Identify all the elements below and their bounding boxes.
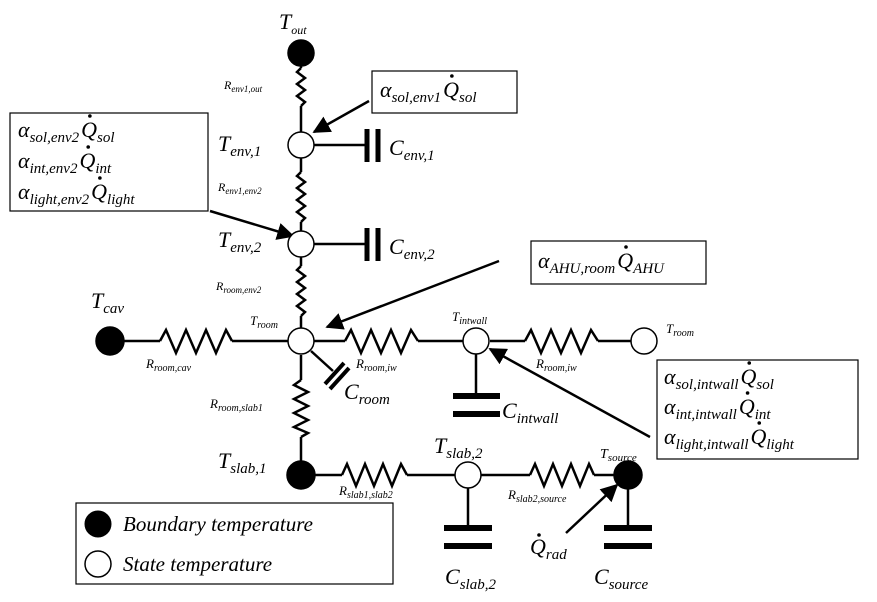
gain-room-lines: αAHU,roomQAHU: [538, 245, 665, 277]
gain-env2-0: αsol,env2Qsol: [18, 117, 115, 146]
node-t-intwall: [462, 327, 490, 355]
gain-intwall-2: αlight,intwallQlight: [664, 424, 795, 453]
node-t-out: [287, 39, 315, 67]
label-t-room2: Troom: [666, 321, 694, 339]
arrow-env1: [312, 99, 370, 134]
nodes: [95, 39, 658, 490]
box-gain-env2: [9, 112, 209, 212]
resistor-room-slab1: [291, 378, 311, 439]
arrow-room: [325, 259, 500, 330]
label-r-room-env2: Rroom,env2: [215, 279, 262, 295]
resistor-env1-out: [294, 67, 308, 107]
gain-env2-2: αlight,env2Qlight: [18, 179, 135, 208]
box-gain-intwall: [656, 359, 859, 460]
label-c-env1: Cenv,1: [389, 135, 435, 164]
label-r-room-iw2: Rroom,iw: [535, 356, 577, 374]
gain-env2-lines: αsol,env2Qsolαint,env2Qintαlight,env2Qli…: [18, 114, 135, 208]
q-dot: [88, 114, 92, 118]
label-t-env1: Tenv,1: [218, 131, 261, 160]
label-r-room-slab1: Rroom,slab1: [209, 396, 263, 414]
gain-intwall-lines: αsol,intwallQsolαint,intwallQintαlight,i…: [664, 361, 795, 453]
label-r-env1-out: Renv1,out: [223, 78, 263, 94]
q-rad-text: Qrad: [530, 534, 567, 563]
node-t-env1: [287, 131, 315, 159]
q-dot: [98, 176, 102, 180]
gain-env1-lines: αsol,env1Qsol: [380, 74, 477, 106]
label-q-rad: Qrad: [530, 533, 567, 563]
label-t-out: Tout: [279, 9, 307, 37]
q-dot: [537, 533, 541, 537]
q-dot: [745, 391, 750, 395]
resistor-room-env2: [294, 265, 308, 317]
label-t-intwall: Tintwall: [452, 309, 487, 327]
label-t-env2: Tenv,2: [218, 227, 262, 256]
node-t-slab2: [454, 461, 482, 489]
resistor-room-iw-2: [523, 326, 600, 357]
label-r-env1-env2: Renv1,env2: [217, 180, 262, 196]
legend-state-label: State temperature: [123, 552, 272, 576]
label-c-slab2: Cslab,2: [445, 564, 496, 593]
resistor-env1-env2: [294, 171, 308, 223]
box-gain-room: [530, 240, 707, 285]
label-c-intwall: Cintwall: [502, 398, 558, 427]
node-t-source: [613, 460, 643, 490]
legend: Boundary temperature State temperature: [75, 502, 394, 585]
resistor-slab2-source: [528, 460, 596, 490]
resistor-room-cav: [158, 326, 234, 357]
q-dot: [624, 245, 628, 249]
label-r-slab2-source: Rslab2,source: [507, 487, 567, 505]
wires: [123, 53, 652, 549]
label-c-room: Croom: [344, 379, 390, 408]
legend-boundary-label: Boundary temperature: [123, 512, 313, 536]
legend-boundary-marker: [84, 510, 112, 538]
label-t-source: Tsource: [600, 447, 637, 464]
q-dot: [747, 361, 752, 365]
node-t-room2: [630, 327, 658, 355]
q-dot: [757, 421, 762, 425]
label-t-cav: Tcav: [91, 288, 124, 317]
arrow-intwall: [488, 347, 651, 439]
label-t-room: Troom: [250, 313, 278, 331]
label-t-slab2: Tslab,2: [434, 433, 483, 462]
legend-state-marker: [84, 550, 112, 578]
box-gain-env1: [371, 70, 518, 114]
node-t-room: [287, 327, 315, 355]
node-t-env2: [287, 230, 315, 258]
label-c-source: Csource: [594, 564, 648, 593]
label-t-slab1: Tslab,1: [218, 448, 267, 477]
resistor-slab1-slab2: [340, 460, 409, 490]
label-c-env2: Cenv,2: [389, 234, 435, 263]
q-dot: [450, 74, 454, 78]
arrows: [209, 99, 651, 534]
label-r-room-iw1: Rroom,iw: [355, 356, 397, 374]
q-dot: [86, 145, 91, 149]
label-r-slab1-slab2: Rslab1,slab2: [338, 483, 393, 501]
arrow-rad: [565, 483, 619, 534]
gain-room-0: αAHU,roomQAHU: [538, 248, 665, 277]
node-t-slab1: [286, 460, 316, 490]
gain-intwall-0: αsol,intwallQsol: [664, 364, 774, 393]
label-r-room-cav: Rroom,cav: [145, 356, 192, 374]
arrow-env2: [209, 209, 295, 240]
gain-intwall-1: αint,intwallQint: [664, 394, 771, 423]
gain-env1-0: αsol,env1Qsol: [380, 77, 477, 106]
resistor-room-iw-1: [343, 326, 420, 357]
node-t-cav: [95, 326, 125, 356]
gain-env2-1: αint,env2Qint: [18, 148, 112, 177]
